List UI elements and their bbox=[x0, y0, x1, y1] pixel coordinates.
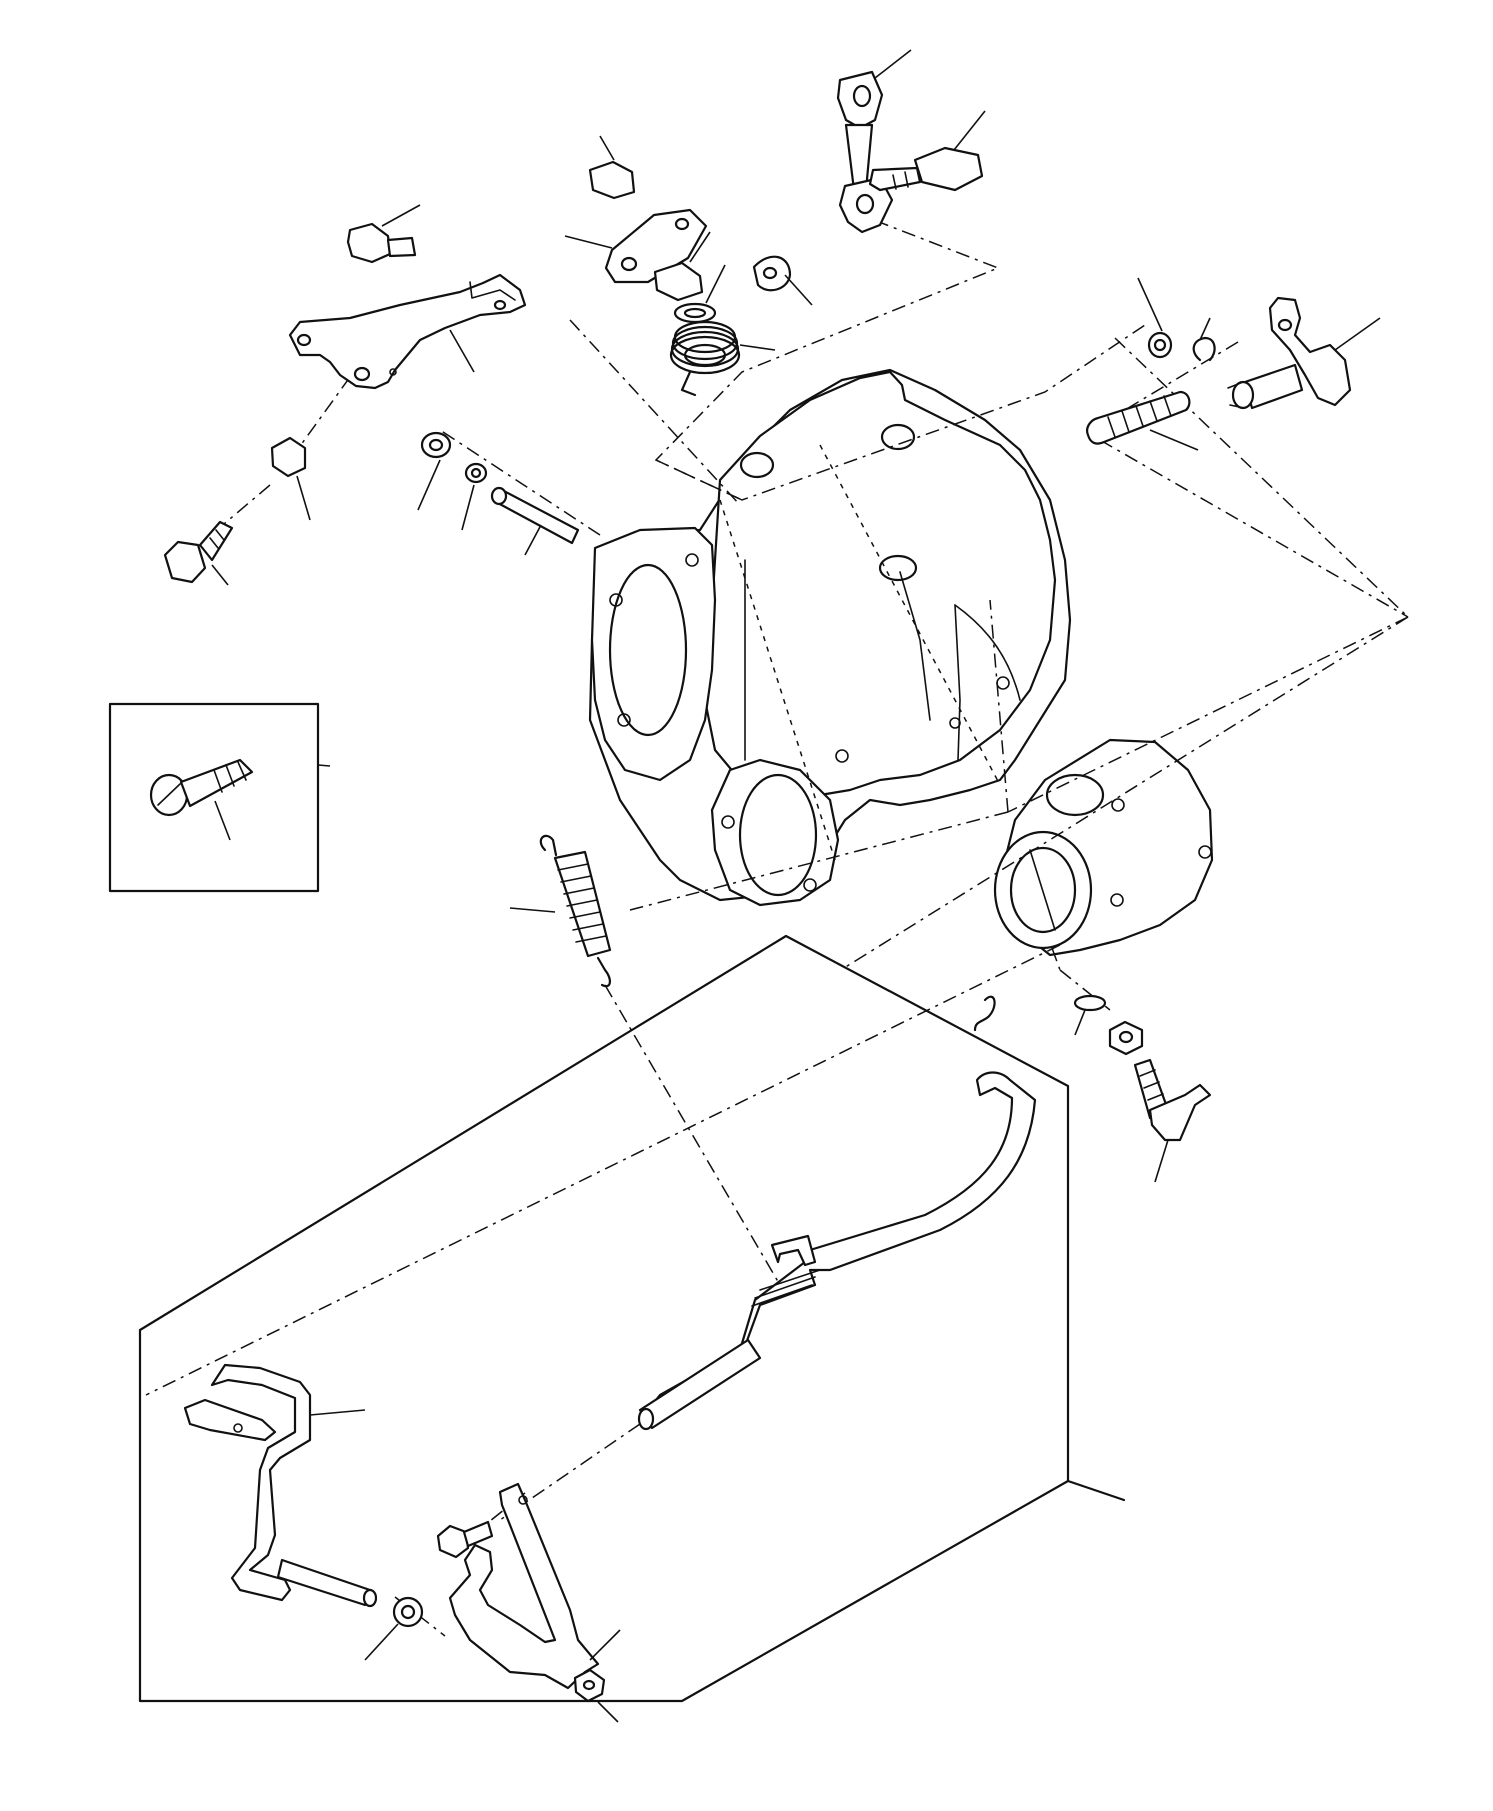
inset-detail-bolt bbox=[149, 758, 331, 841]
shift-lever-bracket bbox=[288, 273, 527, 390]
hex-nut bbox=[573, 1668, 619, 1723]
return-spring bbox=[509, 834, 612, 988]
wing-bolt bbox=[1133, 1058, 1212, 1183]
hex-bolt bbox=[346, 204, 421, 264]
hex-nut bbox=[270, 436, 311, 521]
detent-spring bbox=[1086, 390, 1199, 451]
washer bbox=[364, 1596, 424, 1661]
release-fork-bracket bbox=[183, 1363, 366, 1602]
gearbox-housing bbox=[588, 368, 1214, 957]
hex-nut bbox=[588, 135, 636, 200]
torsion-spring bbox=[669, 320, 776, 397]
clutch-pedal-arm bbox=[638, 1071, 1037, 1426]
pedal-assembly-frame bbox=[138, 934, 1126, 1703]
hex-nut bbox=[752, 255, 813, 306]
pedal-lever-arm bbox=[448, 1482, 621, 1690]
pedal-shaft bbox=[637, 1338, 762, 1431]
link-rod-yoke bbox=[836, 49, 912, 234]
mounting-plate bbox=[564, 208, 708, 284]
pivot-pin bbox=[276, 1558, 378, 1608]
washer bbox=[417, 431, 452, 511]
circlip bbox=[973, 995, 996, 1032]
selector-lever bbox=[1227, 296, 1381, 410]
hex-nut bbox=[1108, 1020, 1144, 1056]
washer bbox=[1073, 994, 1107, 1036]
hex-bolt bbox=[163, 520, 234, 586]
washer bbox=[1137, 277, 1173, 359]
hex-bolt bbox=[436, 1520, 494, 1559]
inset-detail-box bbox=[108, 702, 331, 893]
circlip bbox=[1192, 317, 1216, 362]
washer bbox=[461, 462, 488, 531]
pivot-pin bbox=[490, 486, 580, 556]
hex-nut bbox=[653, 231, 711, 302]
yoke-bolt bbox=[868, 110, 986, 192]
